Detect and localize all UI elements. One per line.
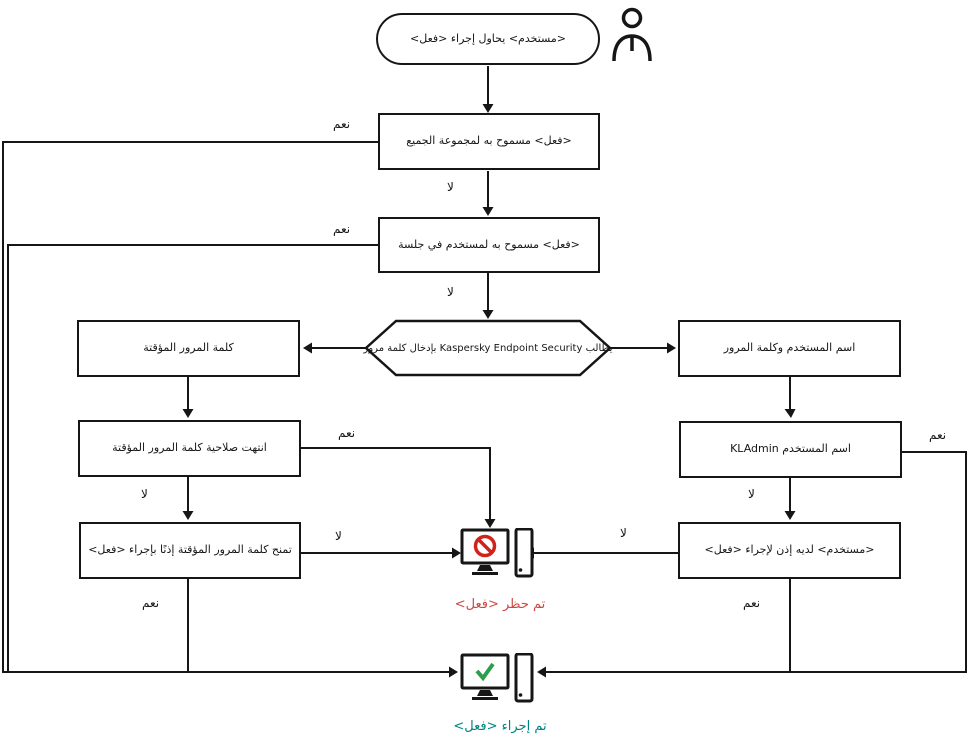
edge-label-yes-expired: نعم xyxy=(338,426,356,440)
node-start: <مستخدم> يحاول إجراء <فعل> xyxy=(376,13,600,65)
edge-everyone-yes xyxy=(2,141,378,672)
decision-hexagon xyxy=(364,319,612,377)
edge-label-no-grants: لا xyxy=(335,529,342,543)
edge-label-no-everyone: لا xyxy=(447,180,454,194)
edge-label-no-session: لا xyxy=(447,285,454,299)
node-username-is-kladmin: اسم المستخدم KLAdmin xyxy=(679,421,902,478)
node-temp-password: كلمة المرور المؤقتة xyxy=(77,320,300,377)
node-user-has-permission: <مستخدم> لديه إذن لإجراء <فعل> xyxy=(678,522,901,579)
monitor-check-icon xyxy=(460,653,534,703)
node-allowed-for-everyone: <فعل> مسموح به لمجموعة الجميع xyxy=(378,113,600,170)
edge-label-no-expired: لا xyxy=(141,487,148,501)
monitor-blocked-icon xyxy=(460,528,534,578)
edge-label-yes-session: نعم xyxy=(333,222,351,236)
node-allowed-in-session: <فعل> مسموح به لمستخدم في جلسة xyxy=(378,217,600,273)
node-username-password: اسم المستخدم وكلمة المرور xyxy=(678,320,901,377)
edge-expired-yes-to-blocked xyxy=(301,447,491,519)
node-password-prompt: يطالب Kaspersky Endpoint Security بإدخال… xyxy=(363,342,613,354)
checkmark-symbol xyxy=(475,662,495,682)
edge-label-yes-kladmin: نعم xyxy=(929,428,947,442)
performed-outcome-text: تم إجراء <فعل> xyxy=(453,719,547,734)
edge-label-no-permission: لا xyxy=(620,526,627,540)
edge-kladmin-yes-to-performed xyxy=(546,451,967,673)
person-icon xyxy=(612,7,652,62)
edge-label-yes-permission: نعم xyxy=(743,596,761,610)
arrowheads xyxy=(182,104,796,678)
node-temp-password-expired: انتهت صلاحية كلمة المرور المؤقتة xyxy=(78,420,301,477)
edge-session-yes xyxy=(7,244,378,672)
prohibition-symbol xyxy=(473,534,497,558)
edge-label-yes-grants: نعم xyxy=(142,596,160,610)
blocked-outcome-text: تم حظر <فعل> xyxy=(454,597,546,612)
edge-label-yes-everyone: نعم xyxy=(333,117,351,131)
node-temp-password-grants: تمنح كلمة المرور المؤقتة إذنًا بإجراء <ف… xyxy=(79,522,301,579)
edge-label-no-kladmin: لا xyxy=(748,487,755,501)
